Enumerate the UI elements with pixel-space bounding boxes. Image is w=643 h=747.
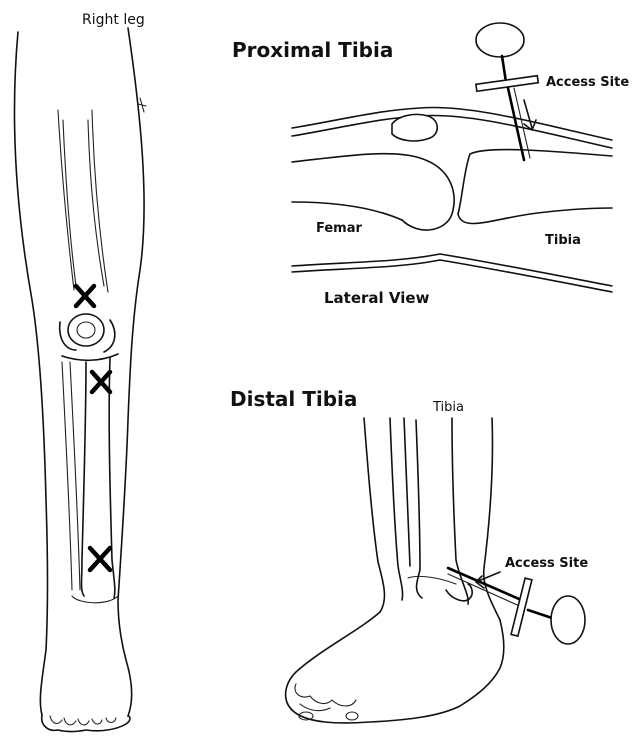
distal-needle-stem bbox=[528, 610, 552, 618]
proximal-needle bbox=[476, 23, 538, 160]
proximal-skin-top-inner bbox=[292, 115, 612, 148]
distal-foot-bottom bbox=[292, 620, 504, 723]
distal-leg-outline-left bbox=[364, 418, 384, 612]
distal-needle-guard bbox=[511, 578, 532, 636]
toes bbox=[50, 716, 116, 725]
distal-ankle-joint bbox=[408, 576, 456, 584]
distal-tibia-label: Tibia bbox=[433, 400, 464, 415]
distal-fibula-inner bbox=[404, 418, 410, 566]
proximal-access-label: Access Site bbox=[546, 75, 629, 90]
distal-access-label: Access Site bbox=[505, 556, 588, 571]
distal-needle-shaft-edge bbox=[448, 574, 524, 608]
distal-fibula bbox=[390, 418, 403, 600]
distal-tibia-left bbox=[416, 420, 422, 598]
site-mark-middle bbox=[92, 372, 110, 392]
patella bbox=[68, 314, 104, 346]
proximal-femur-lower bbox=[292, 202, 402, 220]
proximal-skin-top bbox=[292, 107, 612, 140]
proximal-arrow bbox=[524, 100, 536, 130]
ankle-outline bbox=[72, 596, 118, 603]
leg-drawing bbox=[14, 28, 146, 732]
site-mark-lower bbox=[90, 548, 110, 570]
proximal-tibia-label: Tibia bbox=[545, 233, 581, 248]
distal-needle-shaft bbox=[448, 568, 526, 602]
proximal-patella bbox=[392, 114, 437, 141]
distal-toenail-second bbox=[346, 712, 358, 720]
distal-drawing bbox=[286, 418, 504, 723]
proximal-femur bbox=[292, 154, 454, 230]
proximal-tibia bbox=[458, 150, 612, 214]
distal-title: Distal Tibia bbox=[230, 387, 357, 411]
proximal-view-label: Lateral View bbox=[324, 289, 429, 307]
proximal-tibia-lower bbox=[458, 208, 612, 224]
proximal-needle-stem bbox=[502, 56, 506, 82]
distal-needle-handle bbox=[551, 596, 585, 644]
fibula-bone bbox=[62, 362, 80, 590]
distal-needle bbox=[448, 568, 585, 644]
leg-outline-left bbox=[14, 32, 47, 715]
site-mark-upper bbox=[76, 286, 94, 306]
proximal-title: Proximal Tibia bbox=[232, 38, 393, 62]
distal-foot-top bbox=[286, 612, 380, 710]
leg-outline-right bbox=[118, 28, 144, 716]
leg-title: Right leg bbox=[82, 12, 145, 28]
proximal-femur-label: Femar bbox=[316, 221, 362, 236]
distal-toes bbox=[295, 684, 356, 711]
proximal-needle-handle bbox=[476, 23, 524, 57]
proximal-drawing bbox=[292, 107, 612, 292]
